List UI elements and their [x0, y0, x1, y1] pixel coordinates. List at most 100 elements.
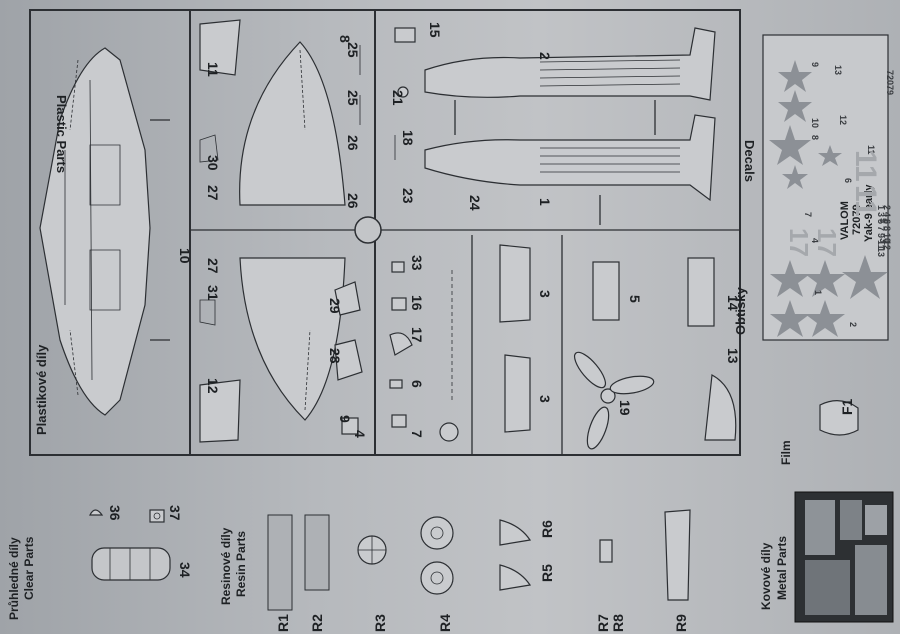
film-label: Film: [779, 440, 793, 465]
part-number: 26: [345, 135, 361, 151]
plastic-parts-en-label: Plastic Parts: [54, 95, 69, 173]
svg-text:12: 12: [838, 115, 848, 125]
part-number: R3: [372, 614, 388, 632]
part-number: 15: [427, 22, 443, 38]
part-number: 23: [400, 188, 416, 204]
svg-text:11: 11: [866, 145, 876, 155]
metal-parts-fret: [794, 491, 894, 623]
plastic-sprue-frame: [29, 9, 741, 456]
svg-text:6: 6: [843, 178, 853, 183]
part-number: 27: [205, 185, 221, 201]
part-number: R5: [539, 564, 555, 582]
part-number: 33: [409, 255, 425, 271]
decal-brand: VALOM: [839, 201, 851, 240]
decal-number: 2: [882, 205, 892, 210]
fuselage-halves: [424, 27, 716, 225]
plastic-part-numbers: 1 2 3 3 4 5 6 7 8 9 10 11 12 13 14 15 16…: [177, 22, 741, 438]
part-number: 26: [345, 193, 361, 209]
part-number: 6: [409, 380, 425, 388]
decal-tail-number-3: 17: [784, 228, 814, 257]
svg-text:4: 4: [810, 238, 820, 243]
resin-parts: [267, 509, 691, 611]
part-number: 9: [337, 415, 353, 423]
part-number: R9: [673, 614, 689, 632]
svg-text:5: 5: [878, 218, 888, 223]
decal-number: 9: [876, 233, 886, 238]
wing-part-10: [39, 47, 170, 416]
part-number: 13: [725, 348, 741, 364]
part-number: 3: [537, 290, 553, 298]
part-number: F1: [839, 398, 855, 415]
engine-parts: [499, 244, 737, 450]
part-number: R7: [595, 614, 611, 632]
decal-number: 5: [876, 219, 886, 224]
decal-number: 11: [876, 240, 886, 250]
part-number: R6: [539, 520, 555, 538]
part-number: 19: [617, 400, 633, 416]
part-number: R8: [610, 614, 626, 632]
resin-parts-cz-label: Resinové díly: [219, 527, 233, 605]
decal-tail-number-1: 11: [849, 150, 882, 182]
decal-number: 8: [882, 226, 892, 231]
part-number: 1: [537, 198, 553, 206]
part-number: 28: [327, 348, 343, 364]
svg-text:8: 8: [810, 135, 820, 140]
decal-number-legend: 1 2 3 4 5 6 7 8 9 10 11 12 13: [876, 205, 892, 257]
tailplane-parts: [199, 19, 346, 443]
plastic-parts-cz-label: Plastikové díly: [34, 344, 49, 435]
part-number: 7: [409, 430, 425, 438]
part-number: 18: [400, 130, 416, 146]
small-parts: [334, 27, 459, 442]
metal-parts-en-label: Metal Parts: [775, 536, 789, 600]
part-number: 10: [177, 248, 193, 264]
decals-label: Decals: [742, 140, 757, 182]
part-number: 31: [205, 285, 221, 301]
part-number: 3: [537, 395, 553, 403]
decal-tail-number-4: 17: [812, 228, 842, 257]
resin-parts-en-label: Resin Parts: [234, 531, 248, 597]
decal-title: Yak-9 early: [863, 184, 875, 242]
decal-number: 6: [882, 219, 892, 224]
part-number: 30: [205, 155, 221, 171]
part-number: 11: [205, 62, 221, 77]
decal-number: 1: [876, 205, 886, 210]
part-number: 2: [537, 52, 553, 60]
decal-number: 12: [882, 240, 892, 250]
decal-number: 13: [876, 247, 886, 257]
other-part-numbers: 3 4 36 37 R1 R2 R3 R4 R5 R6 R7 R8 R9 F1: [107, 398, 855, 632]
part-number: 27: [205, 258, 221, 274]
decal-number: 4: [882, 212, 892, 217]
svg-text:10: 10: [810, 118, 820, 128]
clear-parts: [89, 509, 171, 581]
clear-parts-cz-label: Průhledné díly: [7, 537, 21, 620]
part-number: 12: [205, 378, 221, 394]
svg-text:3: 3: [878, 238, 888, 243]
part-number: R1: [275, 614, 291, 632]
svg-text:9: 9: [810, 62, 820, 67]
part-number: 25: [345, 90, 361, 106]
part-number: 4: [352, 430, 368, 438]
decal-tail-number-2: 11: [849, 185, 882, 217]
decal-sheet: 9 10 8 12 7 6 1 2 4 5 3 11 13: [762, 34, 889, 341]
part-number: 37: [167, 505, 183, 521]
svg-text:1: 1: [813, 290, 823, 295]
film-part: [819, 400, 859, 436]
metal-parts-cz-label: Kovové díly: [759, 542, 773, 610]
part-number: 21: [390, 90, 406, 106]
part-number: 16: [409, 295, 425, 311]
svg-text:13: 13: [833, 65, 843, 75]
svg-text:7: 7: [803, 212, 813, 217]
part-number: 5: [627, 295, 643, 303]
decal-code: 72079: [851, 204, 863, 235]
decal-number: 3: [876, 212, 886, 217]
decal-number: 10: [882, 233, 892, 243]
decals-cz-label: Obtisky: [733, 287, 748, 335]
part-number: 8: [337, 35, 353, 43]
part-number: 36: [107, 505, 123, 521]
decal-number: 7: [876, 226, 886, 231]
part-number: 14: [725, 295, 741, 311]
part-number: R2: [309, 614, 325, 632]
part-number: R4: [437, 614, 453, 632]
